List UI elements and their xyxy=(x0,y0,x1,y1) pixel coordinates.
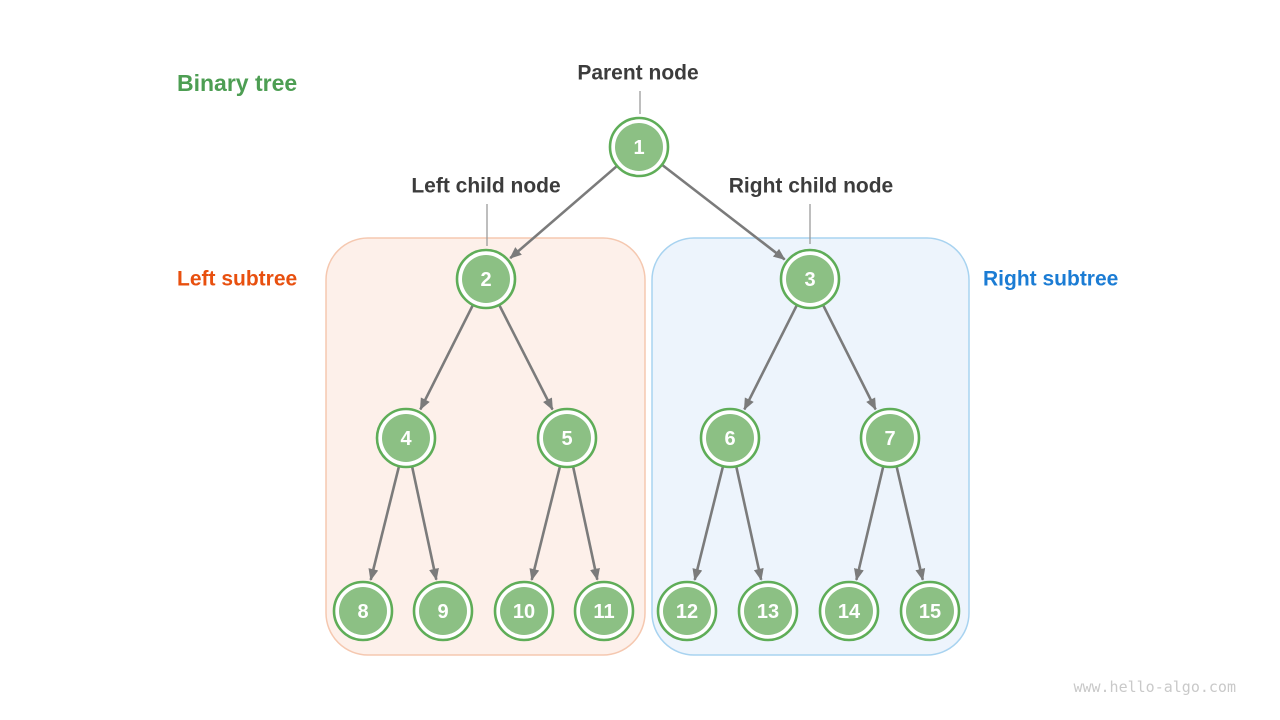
tree-edge-7-14 xyxy=(854,465,885,581)
tree-edge-3-7 xyxy=(821,304,877,411)
tree-node-2: 2 xyxy=(455,248,517,310)
tree-edge-1-3 xyxy=(661,163,786,261)
tree-node-4: 4 xyxy=(375,407,437,469)
tree-node-value: 5 xyxy=(561,428,572,450)
tree-edge-2-5 xyxy=(498,304,554,411)
tree-edge-3-6 xyxy=(743,304,799,411)
tree-edge-6-13 xyxy=(734,466,764,581)
tree-node-value: 11 xyxy=(593,601,614,623)
tree-node-value: 7 xyxy=(884,428,895,450)
tree-node-8: 8 xyxy=(332,580,394,642)
tree-node-value: 14 xyxy=(838,601,861,623)
tree-node-5: 5 xyxy=(536,407,598,469)
diagram-title: Binary tree xyxy=(177,70,298,96)
tree-node-10: 10 xyxy=(493,580,555,642)
tree-edge-5-11 xyxy=(571,466,600,581)
tree-node-value: 13 xyxy=(757,601,779,623)
tree-edge-5-10 xyxy=(529,465,562,581)
tree-node-6: 6 xyxy=(699,407,761,469)
tree-node-3: 3 xyxy=(779,248,841,310)
tree-node-14: 14 xyxy=(818,580,880,642)
tree-node-value: 10 xyxy=(513,601,535,623)
tree-node-value: 8 xyxy=(357,601,368,623)
tree-edge-4-8 xyxy=(368,465,401,581)
left-subtree-label: Left subtree xyxy=(177,267,298,291)
tree-node-value: 6 xyxy=(724,428,735,450)
tree-node-11: 11 xyxy=(573,580,635,642)
tree-node-value: 4 xyxy=(400,428,412,450)
tree-node-value: 1 xyxy=(633,137,644,159)
left-subtree-region xyxy=(325,237,646,656)
parent-node-label: Parent node xyxy=(577,61,699,85)
tree-node-value: 9 xyxy=(437,601,448,623)
tree-node-value: 15 xyxy=(919,601,941,623)
tree-node-value: 3 xyxy=(804,269,815,291)
tree-node-15: 15 xyxy=(899,580,961,642)
tree-node-7: 7 xyxy=(859,407,921,469)
tree-node-13: 13 xyxy=(737,580,799,642)
tree-node-9: 9 xyxy=(412,580,474,642)
tree-node-1: 1 xyxy=(608,116,670,178)
left-child-node-label: Left child node xyxy=(411,174,561,198)
tree-edge-2-4 xyxy=(419,304,475,411)
right-child-node-label: Right child node xyxy=(728,174,894,198)
tree-edge-4-9 xyxy=(410,466,439,581)
tree-node-value: 2 xyxy=(480,269,491,291)
tree-node-12: 12 xyxy=(656,580,718,642)
tree-edge-6-12 xyxy=(692,465,725,581)
tree-edge-7-15 xyxy=(895,465,926,581)
watermark: www.hello-algo.com xyxy=(1073,678,1236,696)
right-subtree-label: Right subtree xyxy=(983,267,1119,291)
tree-node-value: 12 xyxy=(676,601,698,623)
tree-edge-1-2 xyxy=(509,164,618,260)
